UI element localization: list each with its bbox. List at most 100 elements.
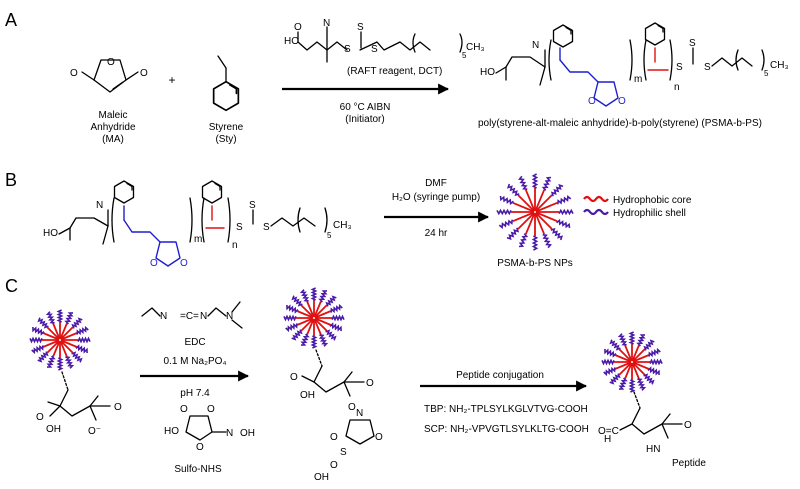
np-shell-chain [325,295,337,307]
np-core-ray [624,345,633,362]
tbp-sequence: TBP: NH₂-TPLSYLKGLVTVG-COOH [424,404,588,415]
np-shell-chain [330,303,343,314]
sulfo-nhs-label: Sulfo-NHS [174,464,222,475]
edc-n1: N [160,311,167,322]
product-s2: S [704,62,711,73]
np-core-ray [60,326,74,340]
np-shell-chain [37,317,49,329]
nanoparticle-b [496,173,574,251]
np-shell-chain [617,333,628,346]
c1-oh: OH [46,424,61,435]
np-shell-chain [518,175,528,190]
np-shell-chain [506,183,520,197]
np-shell-chain [299,289,310,302]
c2-oh: OH [300,390,315,401]
np-core-ray [512,211,535,223]
sulfo-o3: O [196,442,204,453]
np-shell-chain [71,317,83,329]
nanoparticle-c2 [283,287,345,349]
raft-ch3: CH₃ [466,42,485,53]
np-shell-chain [518,233,529,248]
nanoparticle-c3 [601,331,663,393]
b-repeat-m: m [194,234,202,245]
sty-label-line2: (Sty) [215,134,236,145]
product-hydroxyl: HO [480,67,495,78]
np-core-ray [43,339,60,348]
conditions-line1: 60 °C AIBN [340,102,391,113]
np-shell-chain [541,176,552,191]
b-repeat-5: 5 [327,231,332,240]
np-core-ray [534,189,546,212]
np-shell-chain [643,339,655,351]
np-shell-chain [318,290,328,303]
plus-sign: + [168,73,175,87]
np-core-ray [632,362,646,376]
raft-s-thione: S [357,22,364,33]
np-core-ray [306,301,315,318]
np-shell-chain [636,378,647,391]
conditions-line2: (Initiator) [345,114,384,125]
np-shell-chain [64,312,74,325]
product-anh-o2: O [618,96,626,107]
np-shell-chain [318,334,329,347]
c3-hn: HN [646,444,660,455]
b-ch3: CH₃ [333,220,352,231]
b-hydroxyl: HO [43,228,58,239]
np-shell-chain [37,351,49,363]
np-core-ray [300,304,314,318]
np-shell-chain [601,358,615,366]
np-core-ray [297,317,314,326]
edc-label: EDC [184,337,205,348]
np-core-ray [524,212,536,235]
carboxylate-structure-c1: O OH O⁻ O [36,371,122,437]
raft-label: (RAFT reagent, DCT) [347,66,442,77]
np-shell-chain [76,325,89,336]
raft-repeat-5: 5 [462,51,467,60]
panel-label-a: A [5,10,17,30]
np-shell-chain [32,326,45,336]
np-core-ray [512,201,535,213]
np-shell-chain [609,373,621,385]
product-s-thione: S [689,38,696,49]
maleic-anhydride-structure: O O O [70,57,148,93]
np-core-ray [60,332,77,341]
np-shell-chain [64,356,75,369]
b-nitrile-n: N [96,200,103,211]
product-ch3: CH₃ [770,60,789,71]
np-shell-chain [556,218,571,229]
np-shell-chain [604,348,617,358]
product-repeat-5: 5 [764,69,769,78]
sulfo-n-oh: OH [240,428,255,439]
np-core-ray [43,332,60,341]
np-shell-chain [285,322,298,333]
legend-core-label: Hydrophobic core [613,195,692,206]
sulfo-ho: HO [164,426,179,437]
ma-carbonyl-o-left: O [70,68,78,79]
peptide-conjugate-structure: O=C H O HN [598,391,692,455]
np-shell-chain [557,195,572,205]
c2-o3: O [348,402,356,413]
np-shell-chain [56,309,64,323]
np-shell-chain [531,173,539,189]
np-shell-chain [46,355,56,368]
buffer-label: 0.1 M Na₂PO₄ [164,356,227,367]
np-core-ray [631,345,640,362]
np-shell-chain [291,329,303,341]
product-s1: S [676,62,683,73]
c1-o1: O [36,412,44,423]
sulfo-nhs-structure: HO O O O N OH [164,404,255,453]
np-shell-chain [636,334,646,347]
np-core-ray [314,310,331,319]
np-shell-chain [331,314,345,322]
np-core-ray [535,212,553,230]
c2-o6: O [330,460,338,471]
ma-label-line2: Anhydride [90,122,135,133]
np-shell-chain [618,377,628,390]
product-repeat-m: m [634,74,642,85]
scp-sequence: SCP: NH₂-VPVGTLSYLKLTG-COOH [424,424,589,435]
np-core-ray [46,326,60,340]
sulfo-o2: O [207,404,215,415]
c3-oc: O=C [598,426,619,437]
sulfo-o1: O [180,404,188,415]
np-shell-chain [558,208,574,216]
